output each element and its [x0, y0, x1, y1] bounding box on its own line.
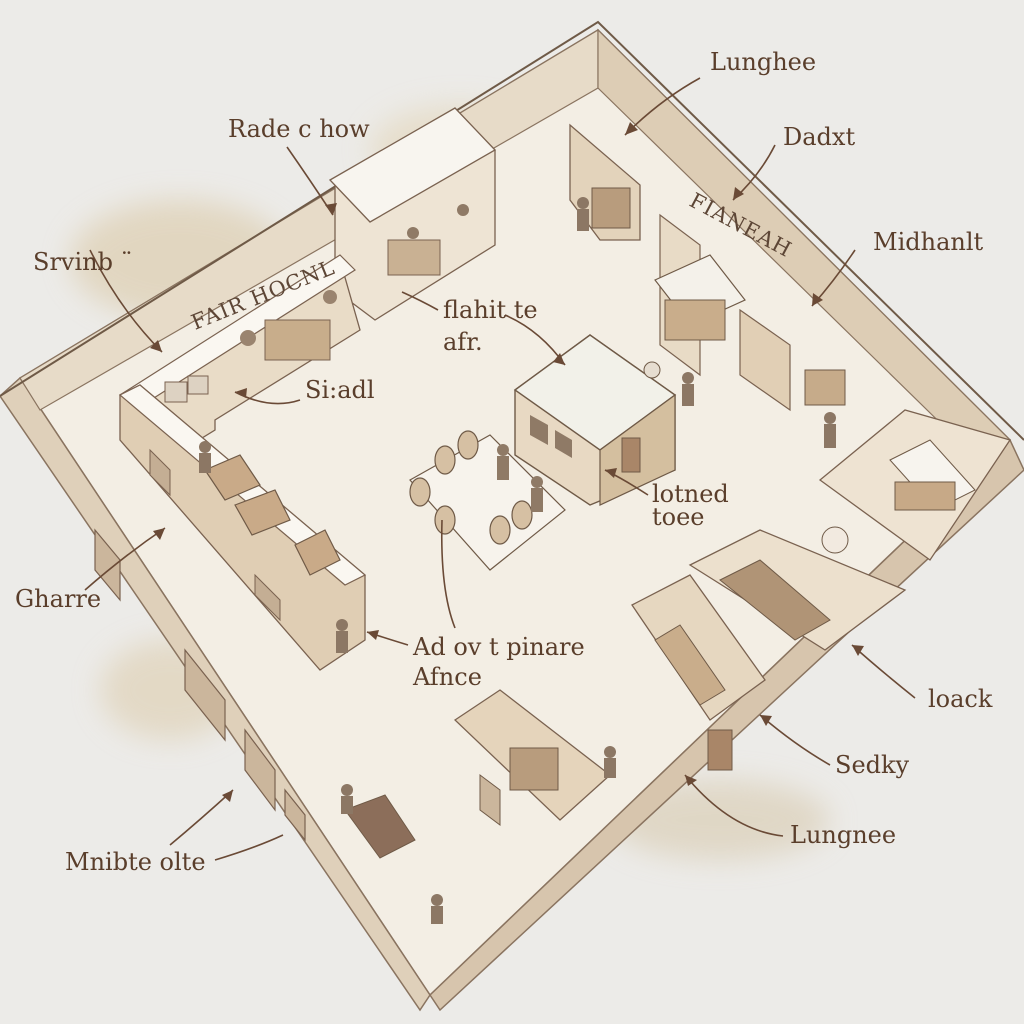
label-lunghee-top: Lunghee — [710, 48, 816, 76]
label-siadl: Si:adl — [305, 376, 375, 404]
room-fianeah — [569, 123, 846, 412]
label-gharre: Gharre — [15, 585, 101, 613]
desk-southwest — [344, 794, 416, 859]
people — [199, 197, 836, 924]
leader-arrowheads — [150, 122, 864, 802]
label-srvinb: Srvinb ¨ — [33, 248, 133, 276]
label-loack: loack — [928, 685, 993, 713]
east-rooms — [688, 409, 1012, 651]
label-dadxt: Dadxt — [783, 123, 855, 151]
label-ad-ov-pinare: Ad ov t pinare — [412, 633, 585, 661]
room-north — [328, 107, 497, 321]
label-sedky: Sedky — [835, 751, 910, 779]
label-afr: afr. — [443, 328, 483, 356]
meeting-area — [409, 430, 566, 571]
label-midhanlt: Midhanlt — [873, 228, 984, 256]
label-toee: toee — [652, 503, 705, 531]
desk-row — [204, 454, 341, 576]
south-rooms — [453, 574, 766, 826]
label-mnibte-olte: Mnibte olte — [65, 848, 206, 876]
label-flahit-te: flahit te — [443, 296, 538, 324]
label-lungnee-bottom: Lungnee — [790, 821, 896, 849]
wall-top-edge — [0, 20, 1024, 441]
southwest-wall-windows — [94, 528, 306, 842]
label-afnce: Afnce — [412, 663, 482, 691]
label-lotned: lotned — [652, 480, 729, 508]
label-rade-c-how: Rade c how — [228, 115, 370, 143]
central-block — [513, 334, 677, 506]
